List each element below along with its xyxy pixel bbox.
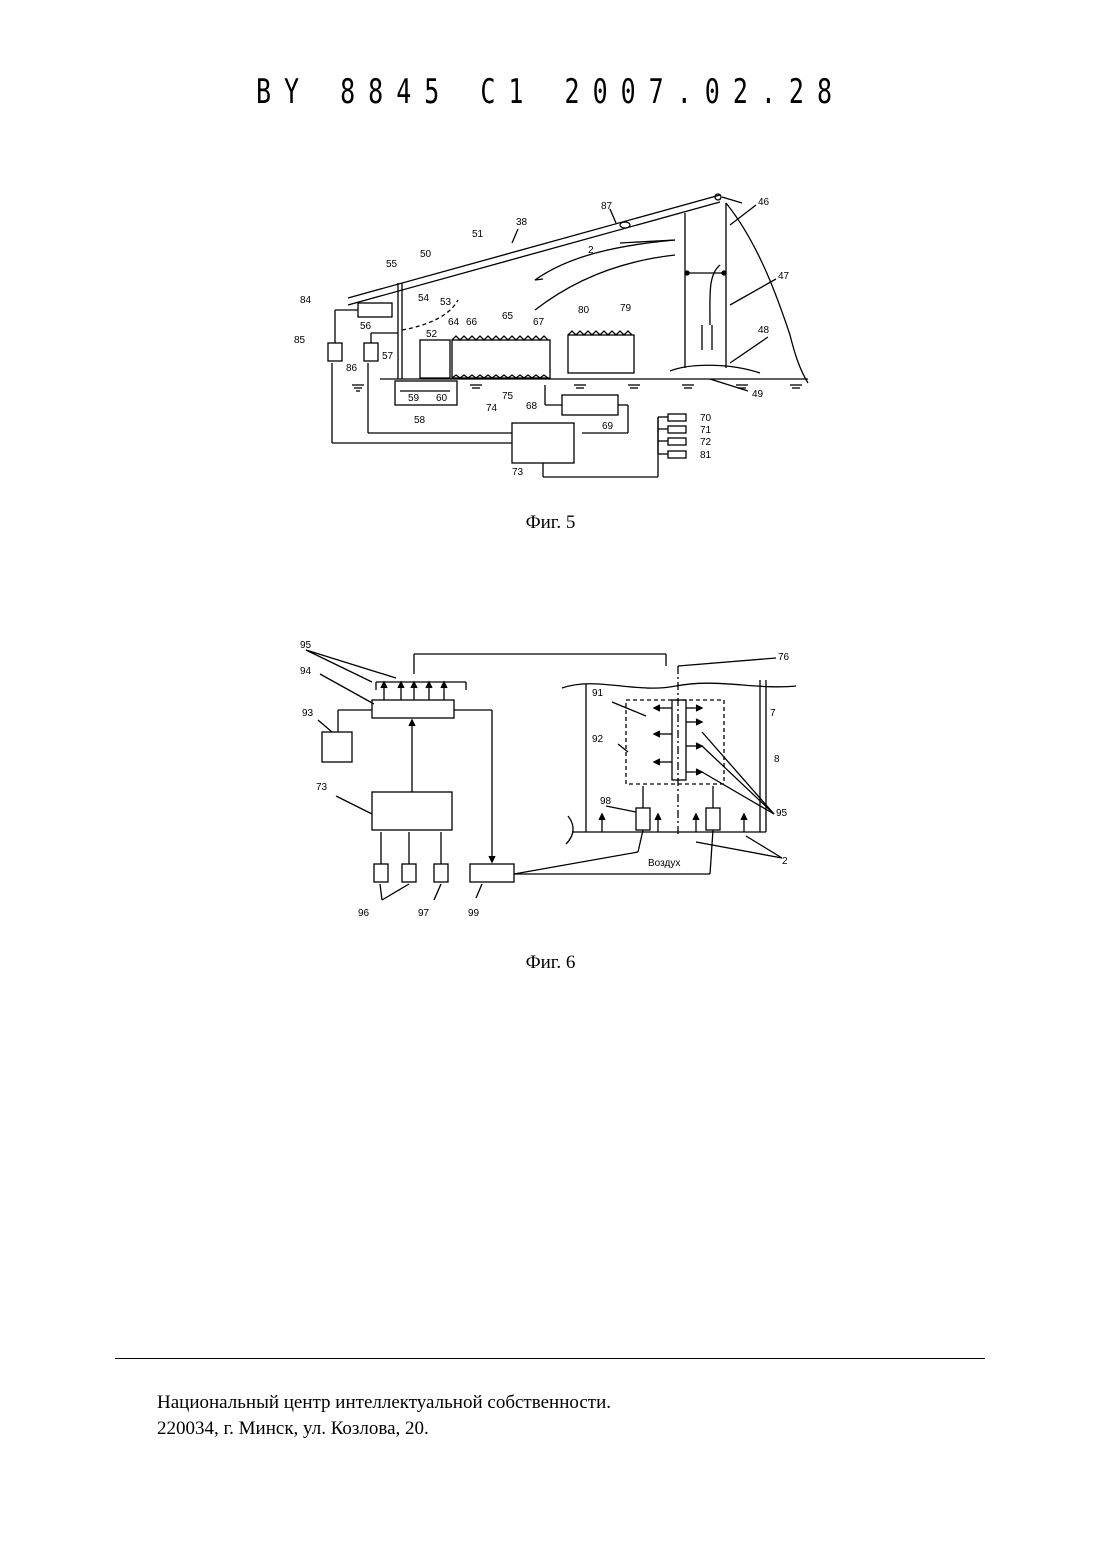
fig5-label: 56 <box>360 321 372 332</box>
roof-line-upper <box>348 195 720 298</box>
fig5-label: 60 <box>436 393 448 404</box>
fig5-label: 71 <box>700 425 712 436</box>
air-up-arrows <box>599 814 747 832</box>
fig5-label: 59 <box>408 393 420 404</box>
figure-6-caption: Фиг. 6 <box>0 952 1101 974</box>
box-85 <box>328 343 342 361</box>
figure-6-svg: 95 94 93 73 96 97 99 76 91 92 7 8 98 95 … <box>296 636 805 922</box>
fig5-label: 47 <box>778 271 790 282</box>
fig5-label: 74 <box>486 403 498 414</box>
block-93 <box>322 732 352 762</box>
fig5-label: 54 <box>418 293 430 304</box>
figure-5-diagram: 87 46 38 51 47 2 55 50 84 54 53 56 52 64… <box>290 185 810 483</box>
block-94 <box>372 700 454 718</box>
fig6-label: 7 <box>770 708 776 719</box>
fig5-label: 67 <box>533 317 545 328</box>
fig6-label: 98 <box>600 796 612 807</box>
footer-line-1: Национальный центр интеллектуальной собс… <box>157 1392 611 1414</box>
block-73 <box>372 792 452 830</box>
fig5-label: 46 <box>758 197 770 208</box>
fig5-label: 51 <box>472 229 484 240</box>
fig5-label: 58 <box>414 415 426 426</box>
fig5-label: 81 <box>700 450 712 461</box>
figure-5-svg: 87 46 38 51 47 2 55 50 84 54 53 56 52 64… <box>290 185 810 483</box>
footer-line-2: 220034, г. Минск, ул. Козлова, 20. <box>157 1418 429 1440</box>
box-73 <box>512 423 574 463</box>
fig5-label: 48 <box>758 325 770 336</box>
fig5-label: 38 <box>516 217 528 228</box>
fig5-label: 79 <box>620 303 632 314</box>
fig5-label: 84 <box>300 295 312 306</box>
fig6-label: 73 <box>316 782 328 793</box>
fig5-label: 85 <box>294 335 306 346</box>
fig6-label: 2 <box>782 856 788 867</box>
ground-symbols <box>352 385 802 391</box>
fig6-label: 8 <box>774 754 780 765</box>
fig6-label: 92 <box>592 734 604 745</box>
fig5-label: 53 <box>440 297 452 308</box>
box-69 <box>562 395 618 415</box>
block-99 <box>470 864 514 882</box>
box-84 <box>358 303 392 317</box>
fig5-label: 70 <box>700 413 712 424</box>
fig6-label: 99 <box>468 908 480 919</box>
fig5-label: 66 <box>466 317 478 328</box>
fig5-label: 57 <box>382 351 394 362</box>
air-label: Воздух <box>648 858 680 869</box>
fig6-label: 95 <box>776 808 788 819</box>
fig5-label: 2 <box>588 245 594 256</box>
box-86 <box>364 343 378 361</box>
fig5-label: 80 <box>578 305 590 316</box>
fig5-label: 86 <box>346 363 358 374</box>
fig6-label: 94 <box>300 666 312 677</box>
fig5-label: 64 <box>448 317 460 328</box>
fig5-label: 72 <box>700 437 712 448</box>
fig5-label: 55 <box>386 259 398 270</box>
fig6-label: 97 <box>418 908 430 919</box>
fig5-label: 87 <box>601 201 613 212</box>
fig6-label: 91 <box>592 688 604 699</box>
fig5-label: 69 <box>602 421 614 432</box>
fig6-label: 93 <box>302 708 314 719</box>
fig6-label: 76 <box>778 652 790 663</box>
fig6-label: 95 <box>300 640 312 651</box>
fig5-label: 68 <box>526 401 538 412</box>
figure-6-diagram: 95 94 93 73 96 97 99 76 91 92 7 8 98 95 … <box>296 636 805 922</box>
roof-valve <box>620 222 630 228</box>
document-header: BY 8845 C1 2007.02.28 <box>0 72 1101 111</box>
fig5-label: 49 <box>752 389 764 400</box>
fig6-label: 96 <box>358 908 370 919</box>
fig5-label: 52 <box>426 329 438 340</box>
roof-line-lower <box>348 202 720 305</box>
dashed-box-92 <box>626 700 724 784</box>
figure-5-caption: Фиг. 5 <box>0 512 1101 534</box>
fig5-label: 73 <box>512 467 524 478</box>
up-arrows-94 <box>381 682 447 700</box>
fig5-label: 75 <box>502 391 514 402</box>
fig5-label: 50 <box>420 249 432 260</box>
footer-rule <box>115 1358 985 1359</box>
fig5-label: 65 <box>502 311 514 322</box>
